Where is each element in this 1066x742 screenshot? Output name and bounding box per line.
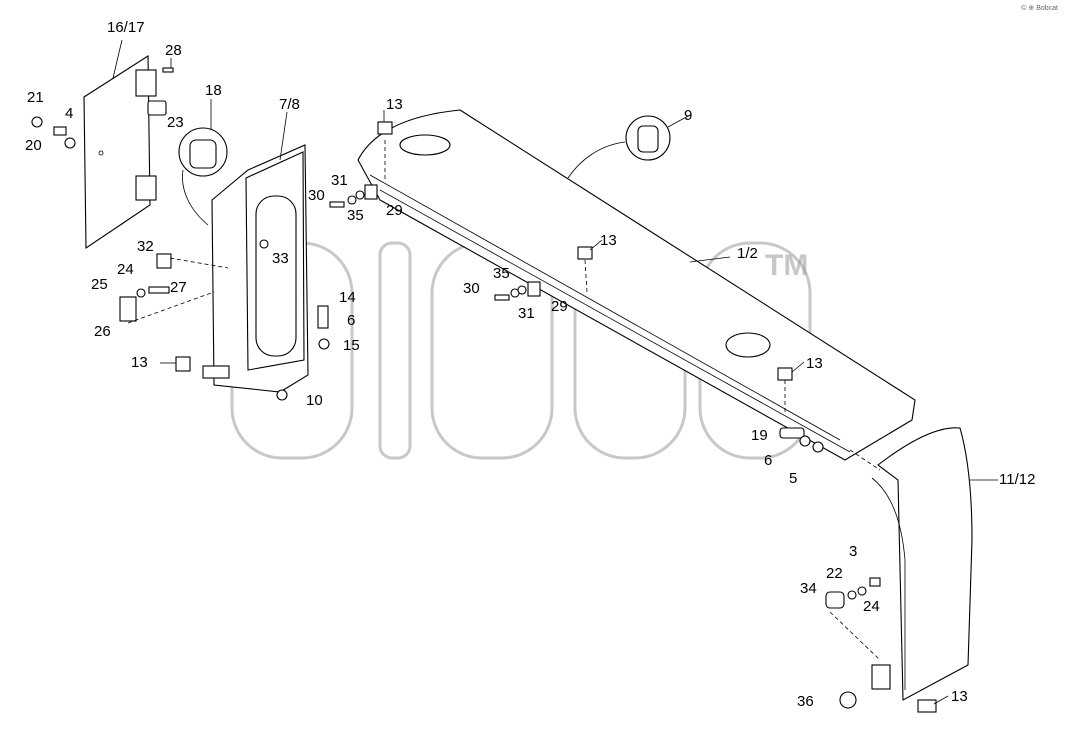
label-34: 34 — [800, 580, 817, 597]
label-15: 15 — [343, 337, 360, 354]
label-13-e: 13 — [951, 688, 968, 705]
label-13-b: 13 — [600, 232, 617, 249]
side-panel-7-8 — [202, 144, 330, 401]
corner-mark: © ⊕ Bobcat — [1021, 5, 1058, 12]
label-13-a: 13 — [386, 96, 403, 113]
callout-lines — [112, 39, 998, 705]
label-18: 18 — [205, 82, 222, 99]
label-6-b: 6 — [764, 452, 772, 469]
label-24-a: 24 — [117, 261, 134, 278]
label-30-a: 30 — [308, 187, 325, 204]
label-26: 26 — [94, 323, 111, 340]
label-29-a: 29 — [386, 202, 403, 219]
label-11-12: 11/12 — [999, 471, 1035, 488]
label-21: 21 — [27, 89, 44, 106]
label-28: 28 — [165, 42, 182, 59]
label-19: 19 — [751, 427, 768, 444]
label-4: 4 — [65, 105, 73, 122]
detail-9 — [567, 115, 671, 179]
label-22: 22 — [826, 565, 843, 582]
label-35-a: 35 — [347, 207, 364, 224]
label-14: 14 — [339, 289, 356, 306]
label-6-a: 6 — [347, 312, 355, 329]
label-5: 5 — [789, 470, 797, 487]
label-16-17: 16/17 — [107, 19, 145, 36]
label-25: 25 — [91, 276, 108, 293]
watermark-text: TM — [765, 249, 808, 282]
fasteners — [119, 184, 881, 600]
label-9: 9 — [684, 107, 692, 124]
label-10: 10 — [306, 392, 323, 409]
detail-18 — [178, 127, 228, 226]
leader-lines — [127, 140, 881, 661]
label-29-b: 29 — [551, 298, 568, 315]
label-35-b: 35 — [493, 265, 510, 282]
label-27: 27 — [170, 279, 187, 296]
label-20: 20 — [25, 137, 42, 154]
label-31-b: 31 — [518, 305, 535, 322]
label-36: 36 — [797, 693, 814, 710]
panel-16-17 — [31, 55, 174, 250]
label-24-b: 24 — [863, 598, 880, 615]
right-panel-11-12 — [779, 427, 973, 713]
top-panel-1-2 — [357, 109, 916, 461]
label-1-2: 1/2 — [737, 245, 758, 262]
label-7-8: 7/8 — [279, 96, 300, 113]
label-30-b: 30 — [463, 280, 480, 297]
label-13-c: 13 — [131, 354, 148, 371]
label-13-d: 13 — [806, 355, 823, 372]
label-32: 32 — [137, 238, 154, 255]
label-23: 23 — [167, 114, 184, 131]
label-3: 3 — [849, 543, 857, 560]
label-31-a: 31 — [331, 172, 348, 189]
part-labels: 16/17 28 18 7/8 13 9 21 4 20 23 30 31 35… — [25, 19, 1035, 710]
label-33: 33 — [272, 250, 289, 267]
